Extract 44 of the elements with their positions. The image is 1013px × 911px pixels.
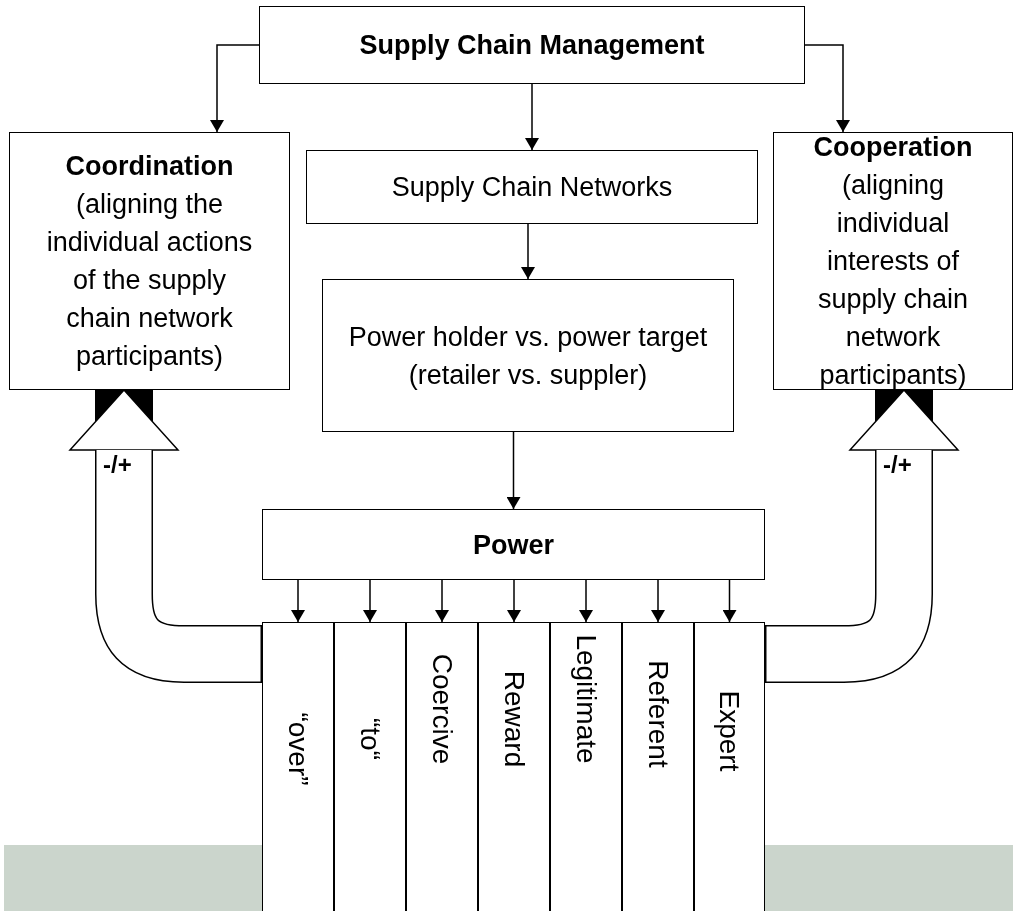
arrow	[579, 579, 593, 623]
column-label: “to“	[354, 718, 386, 760]
column-label: “over”	[282, 712, 314, 786]
edge-label: -/+	[883, 453, 912, 477]
arrow	[507, 579, 521, 623]
box-heading: Coordination	[65, 150, 234, 183]
box-heading: Cooperation	[813, 131, 973, 164]
arrow	[506, 431, 521, 510]
arrow	[363, 579, 377, 623]
column-box	[334, 622, 406, 911]
box-label: Power holder vs. power target (retailer vs. suppler)	[347, 320, 709, 392]
edge-label: -/+	[103, 453, 132, 477]
column-label: Coercive	[426, 653, 458, 765]
arrow	[525, 83, 539, 151]
column-label: Reward	[498, 670, 530, 768]
arrow	[435, 579, 449, 623]
column-label: Legitimate	[570, 634, 602, 764]
arrow	[722, 579, 737, 623]
block-arrow	[765, 389, 959, 683]
arrow	[651, 579, 665, 623]
column-box	[694, 622, 765, 911]
box-label: (aligning individual interests of supply chain network participants)	[816, 169, 970, 392]
arrow	[210, 44, 260, 133]
column-box	[262, 622, 334, 911]
column-box	[550, 622, 622, 911]
arrow	[291, 579, 305, 623]
column-label: Expert	[713, 690, 746, 772]
box-label: Power	[473, 528, 554, 562]
process-box	[773, 132, 1013, 390]
process-box	[322, 279, 734, 432]
process-box	[262, 509, 765, 580]
column-box	[622, 622, 694, 911]
column-box	[406, 622, 478, 911]
arrow	[804, 44, 850, 133]
box-label: Supply Chain Networks	[391, 171, 673, 204]
arrow	[521, 223, 535, 280]
process-box	[306, 150, 758, 224]
column-box	[478, 622, 550, 911]
process-box	[259, 6, 805, 84]
process-box	[9, 132, 290, 390]
box-label: Supply Chain Management	[359, 29, 705, 62]
column-label: Referent	[642, 660, 674, 768]
block-arrow	[69, 389, 262, 683]
box-label: (aligning the individual actions of the supply chain network participants)	[45, 188, 254, 373]
